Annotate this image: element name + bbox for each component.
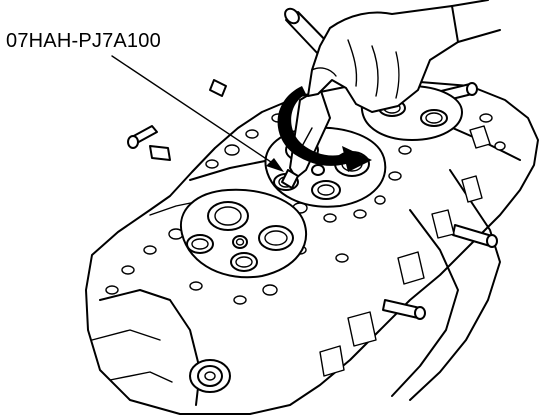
tool-part-number: 07HAH-PJ7A100 [6, 30, 161, 52]
side-passages [319, 125, 491, 377]
cylinder-head-studs [127, 79, 498, 320]
cam-bearing-boss [189, 359, 231, 393]
rotation-arrow-icon [277, 86, 372, 172]
leader-line [111, 55, 284, 172]
technician-hand [307, 0, 501, 113]
combustion-chamber-front [179, 188, 307, 279]
cylinder-head [85, 81, 539, 415]
